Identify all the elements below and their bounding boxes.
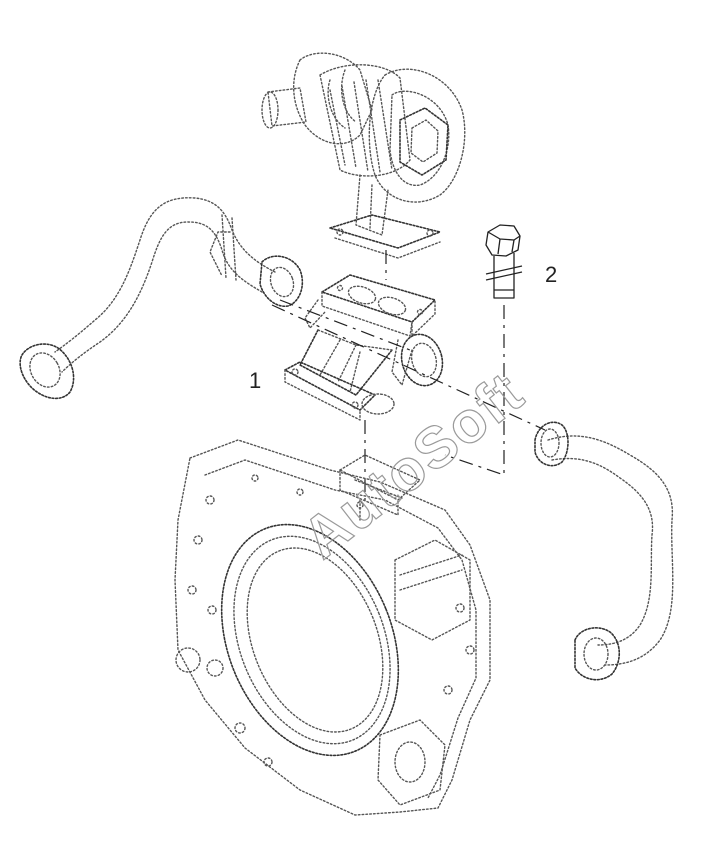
callout-part-1: 1 — [249, 368, 261, 393]
assembly-centerlines — [271, 250, 546, 505]
right-exhaust-pipe — [534, 421, 674, 681]
turbocharger — [261, 52, 466, 259]
manifold-bracket-part-1 — [284, 274, 444, 421]
left-exhaust-pipe — [19, 197, 304, 400]
callout-part-2: 2 — [545, 262, 557, 287]
bolt-part-2 — [485, 224, 523, 299]
watermark-text: AutoSoft — [291, 359, 537, 571]
flywheel-housing — [174, 439, 491, 816]
